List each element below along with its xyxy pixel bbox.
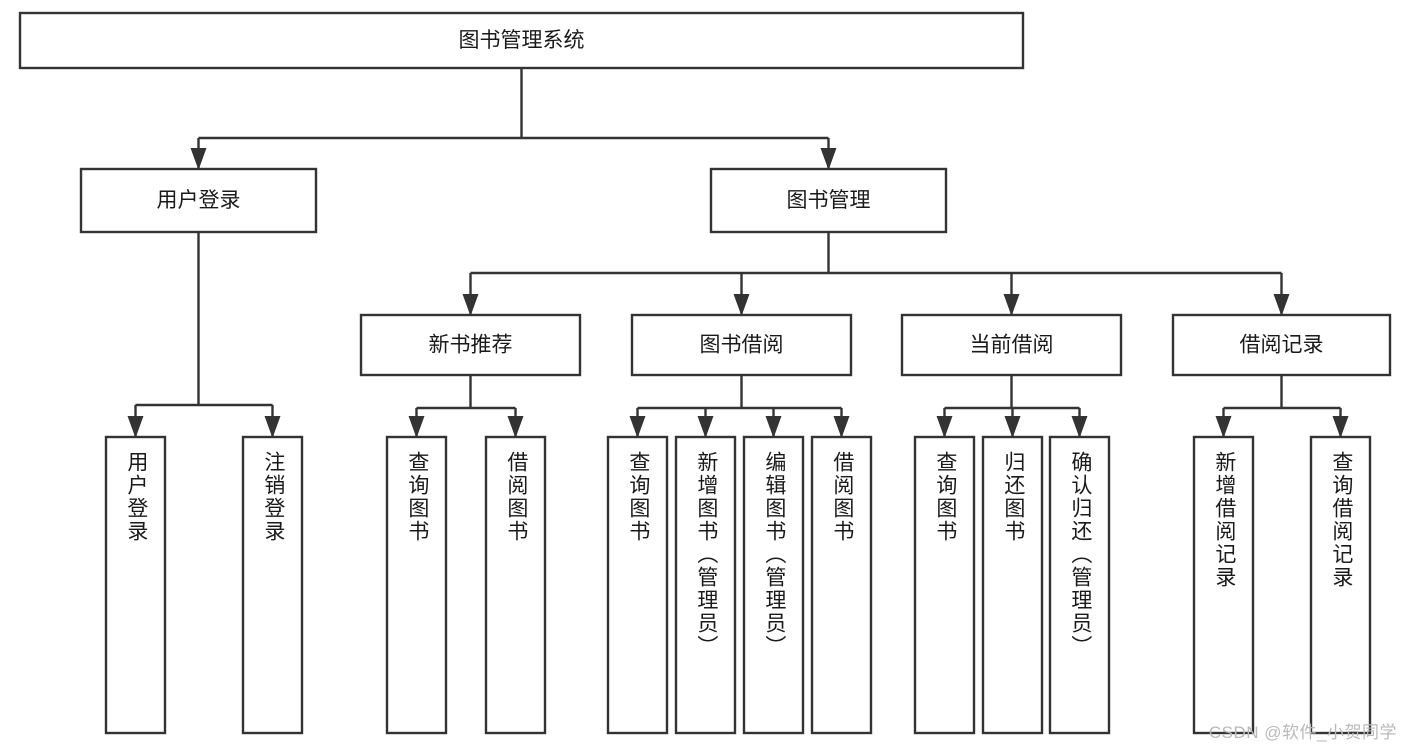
node-label: 图书管理 [787, 189, 871, 212]
leaf-node-12[interactable] [1309, 435, 1372, 735]
leaf-node-10[interactable] [1048, 435, 1111, 735]
level3-node-3[interactable]: 借阅记录 [1171, 313, 1392, 377]
arrow-head-icon [697, 416, 714, 438]
arrow-head-icon [765, 416, 782, 438]
level2-node-1[interactable]: 图书管理 [709, 167, 948, 234]
arrow-head-icon [833, 416, 850, 438]
connector-lines [127, 68, 1349, 438]
leaf-node-4[interactable] [606, 435, 669, 735]
leaf-node-11[interactable] [1192, 435, 1255, 735]
node-label: 借阅记录 [1240, 334, 1324, 357]
arrow-head-icon [1003, 294, 1020, 316]
leaf-node-7[interactable] [810, 435, 873, 735]
leaf-node-5[interactable] [674, 435, 737, 735]
level3-node-0[interactable]: 新书推荐 [359, 313, 582, 377]
leaf-node-8[interactable] [913, 435, 976, 735]
arrow-head-icon [1215, 416, 1232, 438]
arrow-head-icon [507, 416, 524, 438]
level3-node-1[interactable]: 图书借阅 [630, 313, 853, 377]
leaf-node-0[interactable] [104, 435, 167, 735]
arrow-head-icon [190, 148, 207, 170]
csdn-watermark: CSDN @软件_小贺同学 [1208, 723, 1397, 742]
arrow-head-icon [1273, 294, 1290, 316]
arrow-head-icon [936, 416, 953, 438]
arrow-head-icon [462, 294, 479, 316]
root-node-图书管理系统[interactable]: 图书管理系统 [18, 11, 1025, 70]
arrow-head-icon [820, 148, 837, 170]
arrow-head-icon [1071, 416, 1088, 438]
leaf-node-9[interactable] [981, 435, 1044, 735]
arrow-head-icon [1332, 416, 1349, 438]
node-label: 图书借阅 [700, 334, 784, 357]
leaf-node-3[interactable] [484, 435, 547, 735]
level2-node-0[interactable]: 用户登录 [79, 167, 318, 234]
arrow-head-icon [127, 416, 144, 438]
leaf-node-1[interactable] [241, 435, 304, 735]
arrow-head-icon [264, 416, 281, 438]
arrow-head-icon [1004, 416, 1021, 438]
node-label: 当前借阅 [970, 334, 1054, 357]
node-label: 图书管理系统 [459, 29, 585, 52]
leaf-node-2[interactable] [385, 435, 448, 735]
leaf-node-6[interactable] [742, 435, 805, 735]
node-label: 新书推荐 [429, 334, 513, 357]
arrow-head-icon [733, 294, 750, 316]
arrow-head-icon [629, 416, 646, 438]
level3-node-2[interactable]: 当前借阅 [900, 313, 1123, 377]
arrow-head-icon [408, 416, 425, 438]
node-label: 用户登录 [157, 189, 241, 212]
